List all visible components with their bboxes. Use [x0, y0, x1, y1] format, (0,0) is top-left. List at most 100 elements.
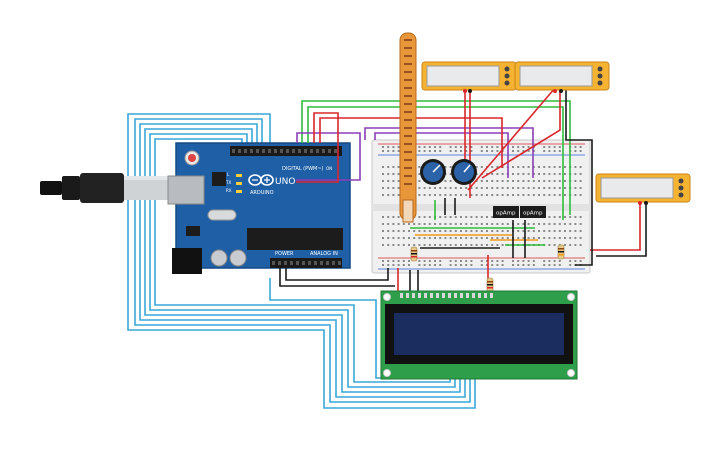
breadboard-hole: [522, 237, 525, 239]
breadboard-hole: [387, 180, 390, 182]
breadboard-hole: [449, 230, 452, 232]
breadboard-hole: [532, 264, 535, 266]
breadboard-hole: [496, 223, 499, 225]
breadboard-hole: [444, 230, 447, 232]
breadboard-hole: [543, 187, 546, 189]
breadboard-hole: [496, 173, 499, 175]
breadboard-hole: [475, 216, 478, 218]
red-wire: [296, 112, 339, 183]
breadboard-hole: [558, 230, 561, 232]
usb-port: [167, 175, 205, 205]
header-pin: [326, 261, 329, 265]
breadboard-hole: [418, 230, 421, 232]
multimeter-1[interactable]: [421, 61, 517, 93]
breadboard-hole: [460, 146, 462, 148]
breadboard-hole: [506, 237, 509, 239]
breadboard-hole: [553, 260, 556, 262]
flex-sensor[interactable]: [399, 32, 417, 223]
breadboard-hole: [553, 173, 556, 175]
lcd-pin: [460, 293, 463, 298]
breadboard-hole: [397, 237, 400, 239]
header-pin: [286, 149, 289, 153]
opamp-2[interactable]: opAmp: [520, 206, 546, 218]
breadboard-hole: [454, 223, 457, 225]
breadboard-hole: [480, 194, 483, 196]
breadboard-hole: [439, 194, 442, 196]
opamp-1[interactable]: opAmp: [493, 206, 519, 218]
breadboard-hole: [449, 146, 452, 148]
breadboard-hole: [392, 244, 395, 246]
usb-cable: [40, 173, 184, 203]
lcd-pin: [490, 293, 493, 298]
breadboard-hole: [460, 194, 462, 196]
potentiometer-2[interactable]: [451, 159, 477, 185]
breadboard-hole: [564, 230, 566, 232]
breadboard-hole: [444, 180, 447, 182]
breadboard-hole: [454, 260, 457, 262]
breadboard-hole: [527, 223, 530, 225]
breadboard-hole: [527, 260, 530, 262]
breadboard-hole: [491, 187, 494, 189]
breadboard-hole: [408, 237, 410, 239]
breadboard-hole: [434, 150, 436, 152]
breadboard-hole: [439, 187, 442, 189]
breadboard-hole: [553, 230, 556, 232]
breadboard-hole: [506, 230, 509, 232]
breadboard-hole: [402, 237, 405, 239]
breadboard-hole: [434, 194, 436, 196]
lcd-display[interactable]: [380, 290, 578, 380]
breadboard-hole: [439, 244, 442, 246]
breadboard-hole: [486, 237, 488, 239]
breadboard-hole: [444, 223, 447, 225]
breadboard-hole: [579, 230, 582, 232]
breadboard-hole: [480, 264, 483, 266]
breadboard-hole: [444, 166, 447, 168]
breadboard-hole: [387, 146, 390, 148]
lcd-pin: [430, 293, 433, 298]
multimeter-2[interactable]: [514, 61, 610, 93]
power-jack: [172, 248, 202, 274]
arduino-uno-board[interactable]: L TX RX ON DIGITAL (PWM~) UNO ARDUINO PO…: [167, 142, 351, 274]
breadboard-hole: [512, 187, 514, 189]
breadboard-hole: [579, 216, 582, 218]
breadboard-hole: [517, 264, 520, 266]
breadboard-hole: [392, 146, 395, 148]
breadboard-hole: [579, 146, 582, 148]
header-pin: [292, 149, 295, 153]
breadboard-hole: [532, 230, 535, 232]
multimeter-3[interactable]: [595, 173, 691, 205]
breadboard-hole: [548, 237, 551, 239]
breadboard-hole: [574, 194, 577, 196]
lcd-pin: [436, 293, 439, 298]
resistor-3[interactable]: [486, 277, 494, 293]
breadboard-hole: [428, 194, 431, 196]
red-wire: [467, 87, 556, 191]
breadboard-hole: [574, 230, 577, 232]
breadboard-hole: [413, 237, 416, 239]
resistor-2[interactable]: [557, 244, 565, 260]
lcd-pin: [466, 293, 469, 298]
power-label: POWER: [275, 251, 294, 257]
breadboard-hole: [538, 173, 540, 175]
breadboard-hole: [512, 180, 514, 182]
header-pin: [302, 261, 305, 265]
breadboard-hole: [402, 223, 405, 225]
breadboard-hole: [428, 260, 431, 262]
breadboard-hole: [558, 216, 561, 218]
breadboard-hole: [418, 146, 421, 148]
header-pin: [250, 149, 253, 153]
potentiometer-1[interactable]: [420, 159, 446, 185]
breadboard-hole: [428, 264, 431, 266]
breadboard-hole: [486, 260, 488, 262]
breadboard-hole: [439, 216, 442, 218]
breadboard-hole: [387, 223, 390, 225]
breadboard-hole: [512, 260, 514, 262]
breadboard-hole: [486, 194, 488, 196]
breadboard-hole: [522, 194, 525, 196]
breadboard-hole: [512, 146, 514, 148]
purple-wire: [374, 132, 509, 178]
opamp-1-label: opAmp: [496, 211, 516, 217]
resistor-1[interactable]: [410, 246, 418, 262]
breadboard-hole: [454, 194, 457, 196]
blue-wire-bundle: [127, 113, 476, 409]
